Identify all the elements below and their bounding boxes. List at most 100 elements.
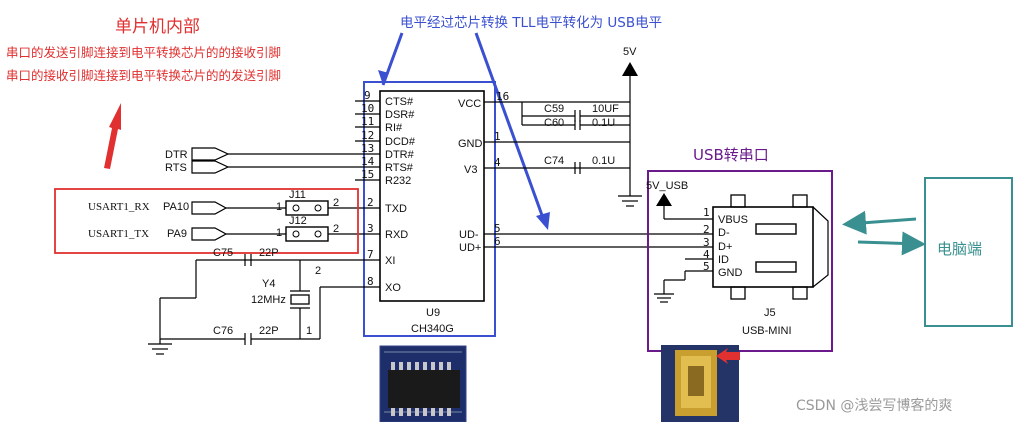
pa10-label: PA10 xyxy=(163,201,189,213)
c74-value: 0.1U xyxy=(592,155,615,167)
c74-ref: C74 xyxy=(544,155,564,167)
u9-pin-vcc: VCC xyxy=(458,98,481,110)
j5-pin-id: ID xyxy=(718,254,729,266)
usart1-rx-label: USART1_RX xyxy=(88,201,150,213)
usb-ground-icon xyxy=(654,293,674,303)
j11-pin2: 2 xyxy=(333,197,339,209)
u9-pin-rxd: RXD xyxy=(385,229,408,241)
j5-pin-dplus: D+ xyxy=(718,241,732,253)
rts-label: RTS xyxy=(165,162,187,174)
power-section: C59 10UF C60 0.1U C74 0.1U 5V xyxy=(484,46,642,207)
u9-pin-dtr: DTR# xyxy=(385,149,415,161)
u9-pin-num-15: 15 xyxy=(361,168,374,181)
dtr-rts-section: DTR RTS xyxy=(165,147,355,174)
u9-pin-num-2: 2 xyxy=(367,196,374,209)
usb-vbus-label: 5V_USB xyxy=(646,180,688,192)
u9-chip-body xyxy=(379,90,485,302)
usb-highlight-box xyxy=(647,170,833,352)
u9-pin-num-6: 6 xyxy=(494,235,501,248)
u9-pin-ri: RI# xyxy=(385,122,403,134)
j12-ref: J12 xyxy=(289,215,307,227)
u9-pin-num-4: 4 xyxy=(494,156,501,169)
u9-pin-xo: XO xyxy=(385,282,401,294)
u9-pin-num-7: 7 xyxy=(367,248,374,261)
u9-pin-num-5: 5 xyxy=(494,222,501,235)
u9-right-pins: VCC GND V3 UD- UD+ 16 1 4 5 6 xyxy=(458,90,509,254)
mcu-note-line1: 串口的发送引脚连接到电平转换芯片的的接收引脚 xyxy=(6,45,281,60)
u9-pin-txd: TXD xyxy=(385,203,407,215)
rts-port-icon xyxy=(191,160,230,174)
pc-label: 电脑端 xyxy=(937,240,982,258)
usb-mini-photo xyxy=(661,345,740,422)
c75-value: 22P xyxy=(259,247,279,259)
c60-ref: C60 xyxy=(544,117,564,129)
chip-note-arrowhead-left-icon xyxy=(378,70,389,85)
mcu-note-line2: 串口的接收引脚连接到电平转换芯片的的发送引脚 xyxy=(6,68,281,83)
j5-connector: 5V_USB 1 2 3 4 5 VBUS D- D+ ID GND J5 US xyxy=(646,180,829,337)
mcu-pins-section: USART1_RX PA10 USART1_TX PA9 J11 1 2 J12… xyxy=(88,189,355,242)
c59-ref: C59 xyxy=(544,103,564,115)
usb-photo-arrow-icon xyxy=(716,348,740,364)
usb-vbus-arrow-icon xyxy=(656,193,672,206)
j5-pin-vbus: VBUS xyxy=(718,214,748,226)
j5-pin-dminus: D- xyxy=(718,227,730,239)
j5-pin-gnd: GND xyxy=(718,267,743,279)
u9-pin-num-11: 11 xyxy=(361,115,374,128)
usart1-tx-label: USART1_TX xyxy=(88,228,149,240)
chip-note-arrowhead-right-icon xyxy=(536,212,550,230)
c75-ref: C75 xyxy=(213,247,233,259)
u9-pin-num-1: 1 xyxy=(494,130,501,143)
ch340g-highlight-box xyxy=(363,81,496,337)
mcu-title: 单片机内部 xyxy=(115,17,200,37)
y4-pin1: 1 xyxy=(306,325,312,337)
dtr-port-icon xyxy=(191,147,230,161)
u9-pin-num-12: 12 xyxy=(361,129,374,142)
pc-arrow-out-icon xyxy=(857,231,926,256)
u9-part: CH340G xyxy=(411,323,454,335)
u9-ref: U9 xyxy=(426,307,440,319)
j12-pin2: 2 xyxy=(333,223,339,235)
crystal-ground-icon xyxy=(148,339,172,355)
j5-pin-num-3: 3 xyxy=(703,236,710,249)
u9-pin-num-10: 10 xyxy=(361,102,374,115)
j5-pin-num-1: 1 xyxy=(703,206,710,219)
j5-pin-num-5: 5 xyxy=(703,260,710,273)
c76-value: 22P xyxy=(259,325,279,337)
j5-pin-num-2: 2 xyxy=(703,223,710,236)
u9-pin-num-8: 8 xyxy=(367,275,374,288)
mcu-arrow-icon xyxy=(104,103,121,169)
u9-pin-gnd: GND xyxy=(458,138,483,150)
ch340g-photo xyxy=(379,345,467,422)
pa10-port-icon xyxy=(191,201,228,215)
u9-pin-num-9: 9 xyxy=(364,89,371,102)
vcc-arrow-icon xyxy=(622,62,638,76)
u9-pin-xi: XI xyxy=(385,255,395,267)
y4-ref: Y4 xyxy=(262,278,275,290)
j5-ref: J5 xyxy=(764,307,776,319)
u9-pin-dsr: DSR# xyxy=(385,109,415,121)
watermark: CSDN @浅尝写博客的爽 xyxy=(796,397,952,414)
u9-left-pins: 9 10 11 12 13 14 15 2 3 7 8 CTS# DSR# RI… xyxy=(355,89,416,294)
dtr-label: DTR xyxy=(165,149,188,161)
u9-pin-ud-minus: UD- xyxy=(459,229,479,241)
u9-pin-num-3: 3 xyxy=(367,222,374,235)
j5-pin-num-4: 4 xyxy=(703,248,710,261)
vcc-label: 5V xyxy=(623,46,637,58)
c60-value: 0.1U xyxy=(592,117,615,129)
y4-pin2: 2 xyxy=(315,265,321,277)
u9-pin-ud-plus: UD+ xyxy=(459,242,481,254)
u9-pin-num-16: 16 xyxy=(496,90,509,103)
c76-ref: C76 xyxy=(213,325,233,337)
u9-pin-num-13: 13 xyxy=(361,142,374,155)
u9-pin-cts: CTS# xyxy=(385,96,414,108)
chip-note-arrow-right xyxy=(474,32,545,219)
chip-note: 电平经过芯片转换 TLL电平转化为 USB电平 xyxy=(400,15,662,31)
c59-value: 10UF xyxy=(592,103,619,115)
y4-freq: 12MHz xyxy=(251,294,286,306)
crystal-section: C75 22P C76 22P Y4 12MHz 2 1 xyxy=(148,247,355,355)
u9-pin-num-14: 14 xyxy=(361,155,375,168)
pa9-port-icon xyxy=(191,227,228,241)
pc-arrow-in-icon xyxy=(842,210,917,235)
u9-pin-v3: V3 xyxy=(464,164,477,176)
